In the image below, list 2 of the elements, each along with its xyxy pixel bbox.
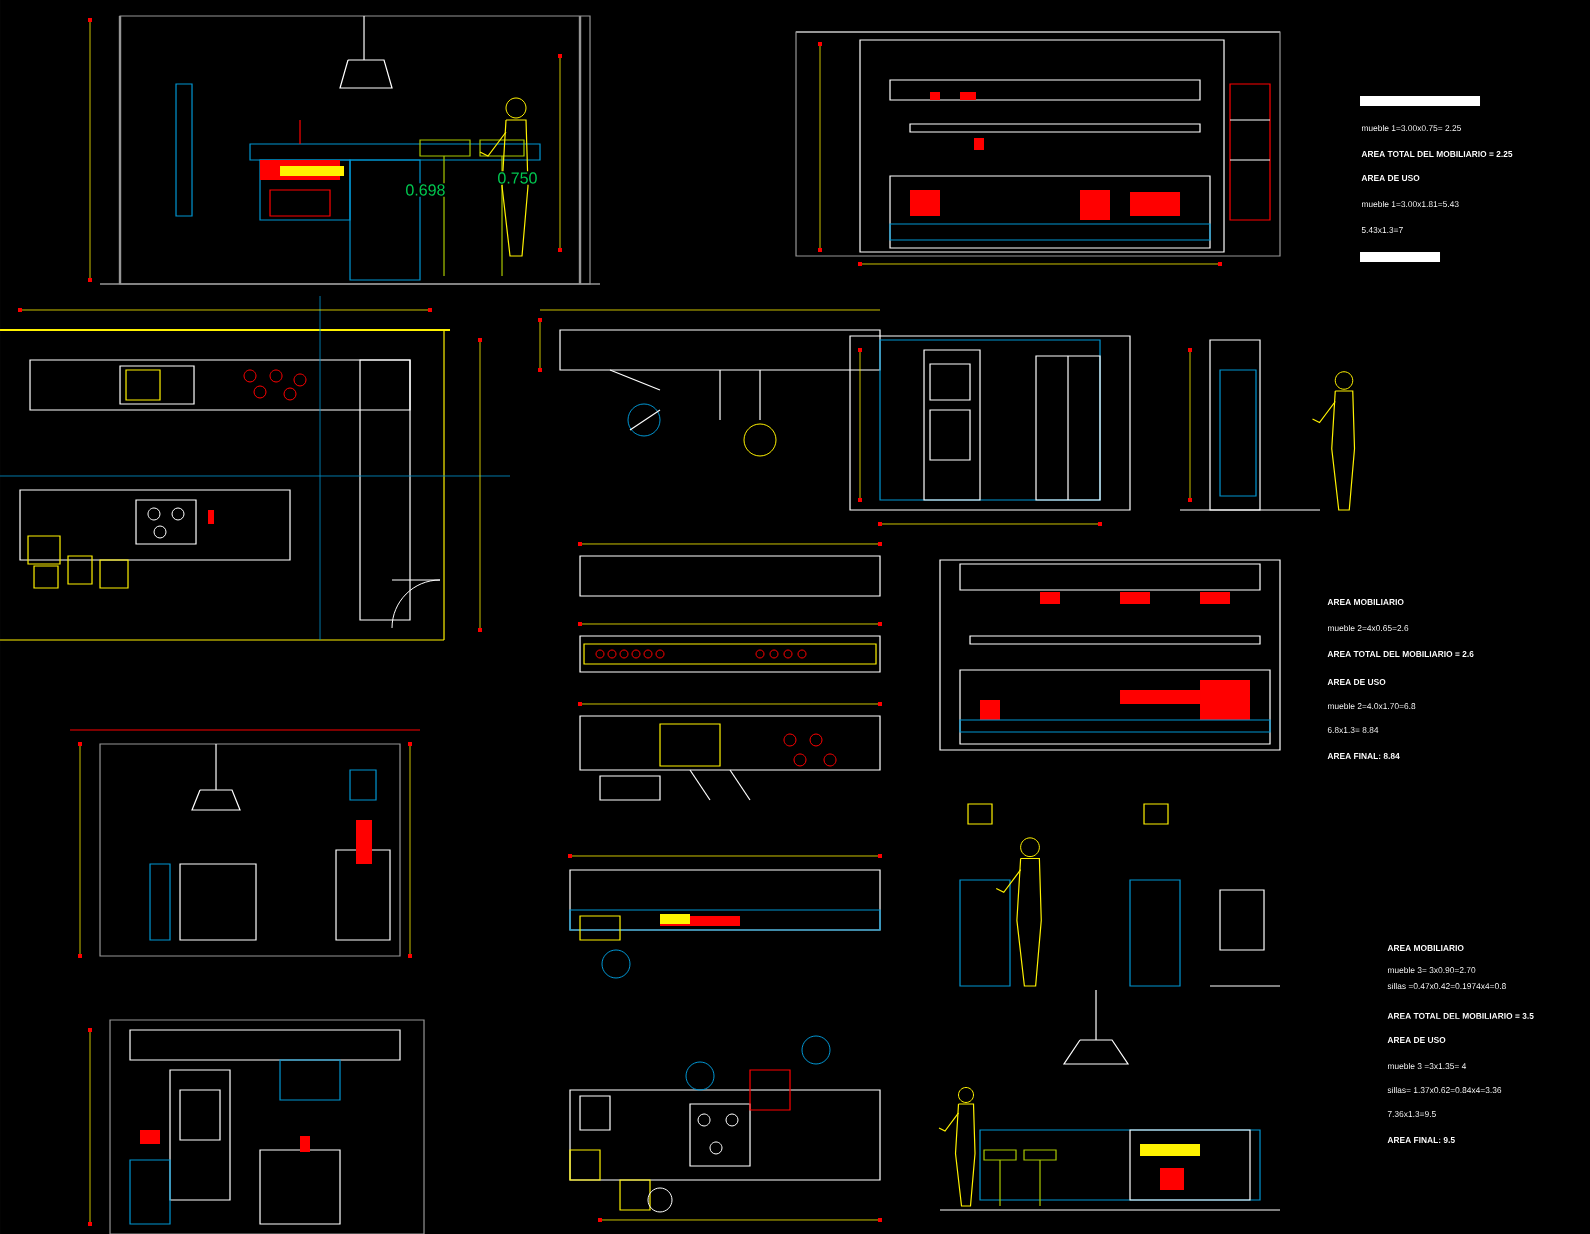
dimension-label: 0.750 xyxy=(496,171,539,185)
dimension-label: 0.698 xyxy=(404,183,447,197)
